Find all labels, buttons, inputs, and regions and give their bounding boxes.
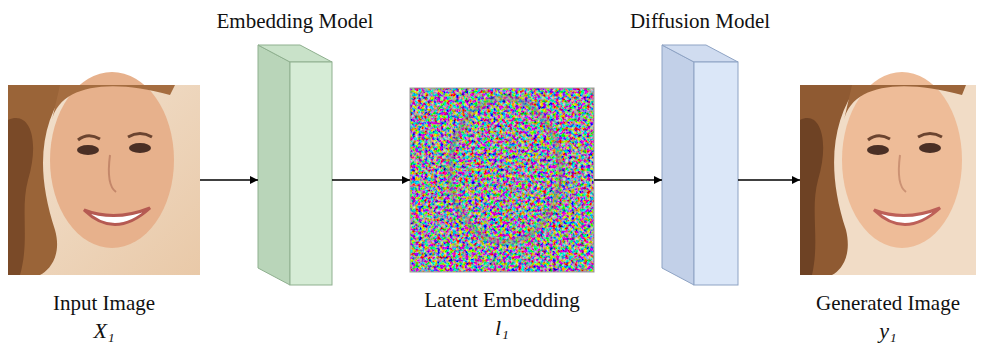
model-block: Diffusion Model [662,45,738,285]
input-photo [8,72,200,275]
model-title: Embedding Model [217,7,374,35]
image-caption: Input Image [53,289,155,317]
caption-group: Latent Embeddingl₁ [424,286,580,342]
model-block: Embedding Model [258,45,332,285]
caption-group: Embedding Model [217,7,374,35]
caption-group: Generated Imagey₁ [816,289,960,345]
math-symbol: X₁ [53,317,155,345]
image-node: Input ImageX₁ [8,85,200,275]
image-caption: Latent Embedding [424,286,580,314]
embedding-block [258,45,332,285]
model-title: Diffusion Model [630,7,770,35]
math-symbol: y₁ [816,317,960,345]
flow-arrow [738,179,800,181]
caption-group: Input ImageX₁ [53,289,155,345]
image-caption: Generated Image [816,289,960,317]
flow-arrow [200,179,258,181]
latent-image [410,88,594,272]
diffusion-block [662,45,738,285]
math-symbol: l₁ [424,314,580,342]
flow-arrow [332,179,410,181]
caption-group: Diffusion Model [630,7,770,35]
image-node: Generated Imagey₁ [800,85,976,275]
generated-photo [800,72,976,275]
image-node: Latent Embeddingl₁ [410,88,594,272]
flow-arrow [594,179,662,181]
